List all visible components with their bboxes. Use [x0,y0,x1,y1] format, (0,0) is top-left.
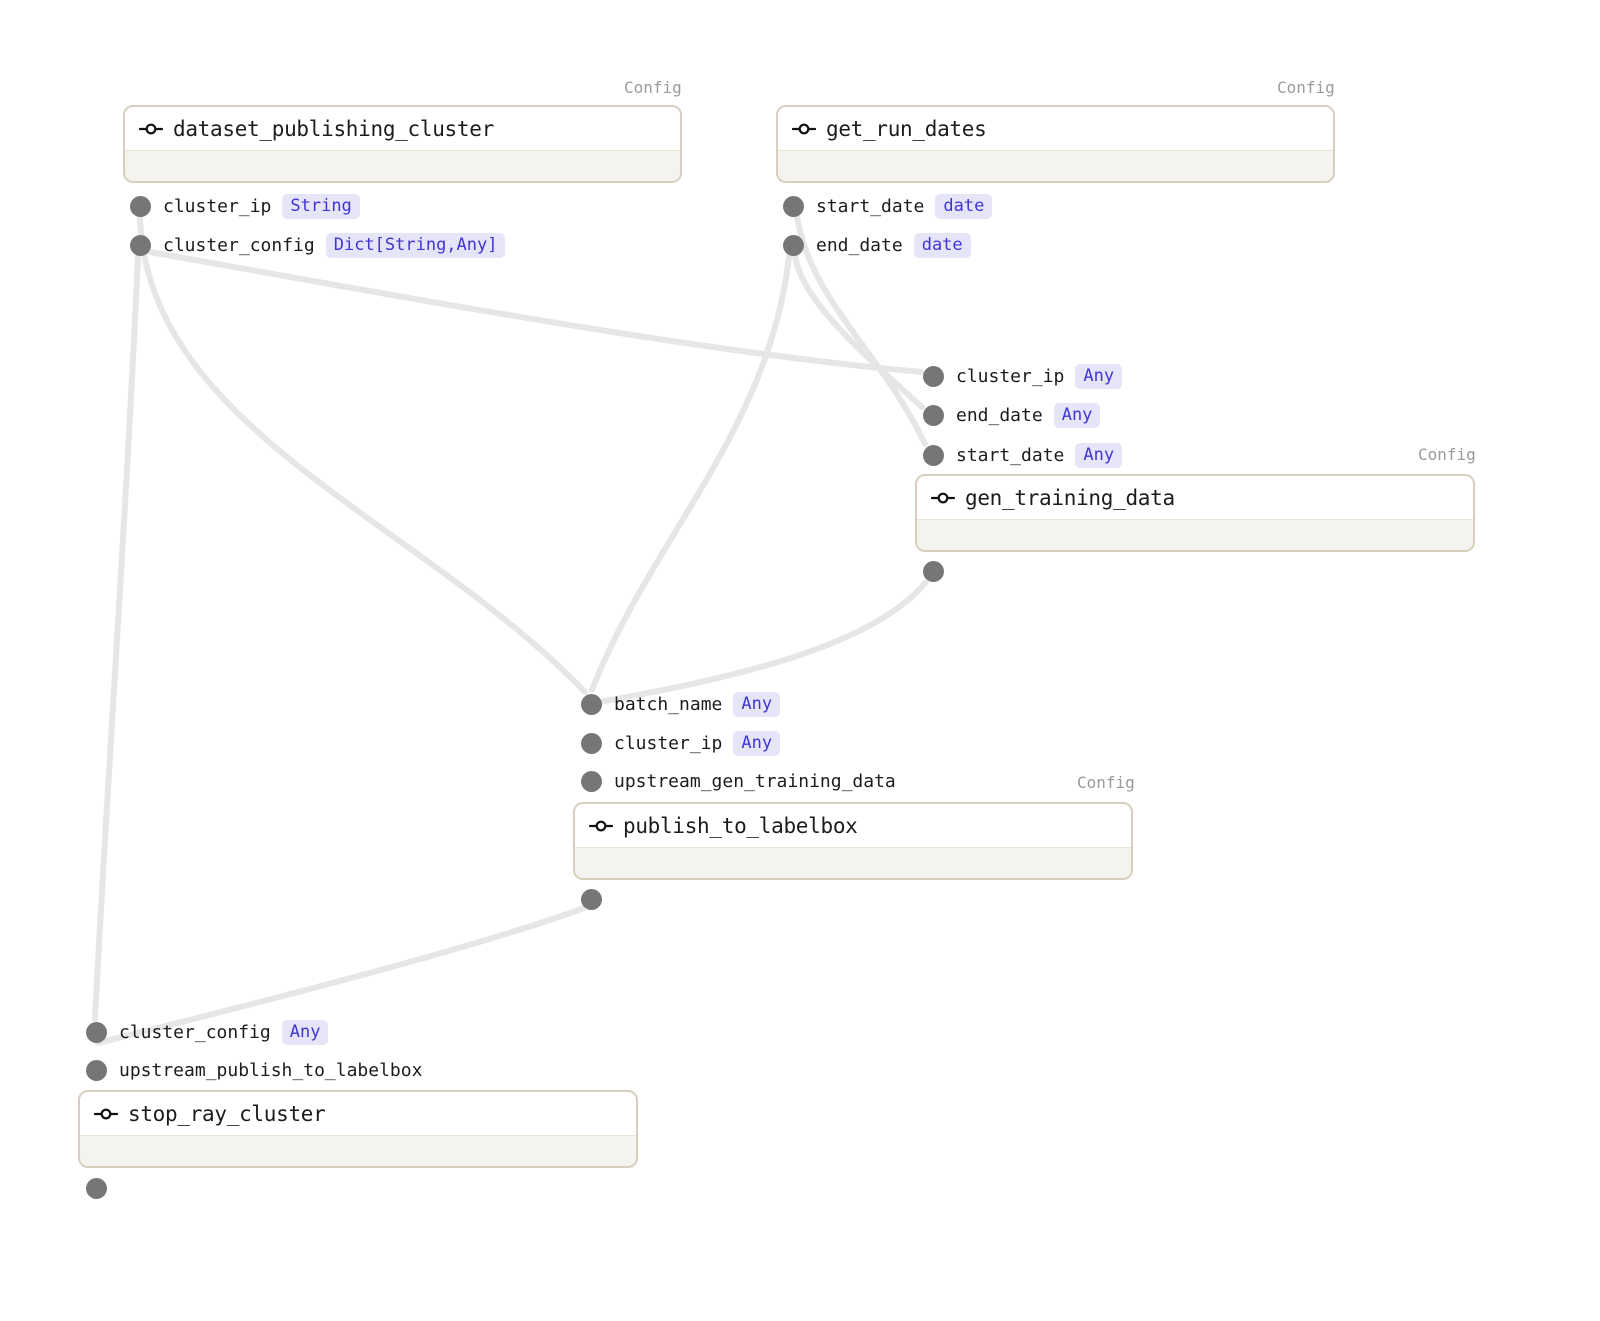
node-body [575,848,1131,878]
port-dot[interactable] [783,235,804,256]
port-dot[interactable] [86,1022,107,1043]
node-body [125,151,680,181]
node-dataset-publishing-cluster[interactable]: dataset_publishing_cluster [123,105,682,183]
pipeline-node-icon [792,123,816,134]
port-type-badge: Any [733,731,781,756]
node-header: publish_to_labelbox [575,804,1131,848]
pipeline-node-icon [139,123,163,134]
pipeline-node-icon [94,1108,118,1119]
port-label: upstream_publish_to_labelbox [119,1060,423,1081]
port-ptl-upstream-gen-training-data-input[interactable]: upstream_gen_training_data [581,771,896,792]
port-end-date-output[interactable]: end_date date [783,233,971,258]
edge [597,579,929,705]
port-label: cluster_ip [956,366,1065,387]
port-type-badge: Any [1053,403,1101,428]
port-label: end_date [816,235,903,256]
node-gen-training-data[interactable]: gen_training_data [915,474,1475,552]
edge [792,252,925,410]
port-start-date-output[interactable]: start_date date [783,194,993,219]
port-dot[interactable] [581,889,602,910]
port-label: cluster_ip [614,733,723,754]
port-dot[interactable] [783,196,804,217]
port-dot[interactable] [923,561,944,582]
node-title: stop_ray_cluster [128,1101,326,1126]
node-title: gen_training_data [965,485,1175,510]
port-cluster-config-output[interactable]: cluster_config Dict[String,Any] [130,233,506,258]
port-dot[interactable] [86,1060,107,1081]
port-gtd-cluster-ip-input[interactable]: cluster_ip Any [923,364,1123,389]
port-dot[interactable] [86,1178,107,1199]
config-label: Config [1277,78,1335,97]
node-stop-ray-cluster[interactable]: stop_ray_cluster [78,1090,638,1168]
port-ptl-batch-name-input[interactable]: batch_name Any [581,692,781,717]
edge [92,253,141,1022]
edge [589,253,792,693]
node-title: get_run_dates [826,116,987,141]
port-gtd-start-date-input[interactable]: start_date Any [923,443,1123,468]
node-get-run-dates[interactable]: get_run_dates [776,105,1335,183]
port-label: cluster_ip [163,196,272,217]
port-type-badge: String [282,194,360,219]
port-label: end_date [956,405,1043,426]
node-title: publish_to_labelbox [623,813,858,838]
port-dot[interactable] [923,445,944,466]
port-label: batch_name [614,694,723,715]
node-header: gen_training_data [917,476,1473,520]
config-label: Config [624,78,682,97]
node-header: stop_ray_cluster [80,1092,636,1136]
pipeline-node-icon [589,820,613,831]
config-label: Config [1077,773,1135,792]
edge [137,213,588,695]
port-src-upstream-publish-to-labelbox-input[interactable]: upstream_publish_to_labelbox [86,1060,422,1081]
node-body [80,1136,636,1166]
node-header: get_run_dates [778,107,1333,151]
port-type-badge: Any [1075,364,1123,389]
port-dot[interactable] [923,366,944,387]
port-type-badge: date [913,233,971,258]
port-dot[interactable] [923,405,944,426]
port-src-output[interactable] [86,1178,107,1199]
port-label: start_date [956,445,1065,466]
pipeline-node-icon [931,492,955,503]
node-title: dataset_publishing_cluster [173,116,494,141]
port-label: cluster_config [163,235,315,256]
port-ptl-cluster-ip-input[interactable]: cluster_ip Any [581,731,781,756]
port-type-badge: Any [733,692,781,717]
node-body [917,520,1473,550]
port-gtd-output[interactable] [923,561,944,582]
port-dot[interactable] [130,196,151,217]
port-dot[interactable] [581,771,602,792]
port-ptl-output[interactable] [581,889,602,910]
port-dot[interactable] [581,694,602,715]
node-header: dataset_publishing_cluster [125,107,680,151]
config-label: Config [1418,445,1476,464]
node-publish-to-labelbox[interactable]: publish_to_labelbox [573,802,1133,880]
port-type-badge: Any [281,1020,329,1045]
port-type-badge: date [935,194,993,219]
port-dot[interactable] [581,733,602,754]
port-label: start_date [816,196,925,217]
port-cluster-ip-output[interactable]: cluster_ip String [130,194,360,219]
port-type-badge: Any [1075,443,1123,468]
port-label: cluster_config [119,1022,271,1043]
port-dot[interactable] [130,235,151,256]
port-src-cluster-config-input[interactable]: cluster_config Any [86,1020,329,1045]
node-body [778,151,1333,181]
port-type-badge: Dict[String,Any] [325,233,506,258]
edge [147,249,924,375]
port-label: upstream_gen_training_data [614,771,896,792]
port-gtd-end-date-input[interactable]: end_date Any [923,403,1101,428]
